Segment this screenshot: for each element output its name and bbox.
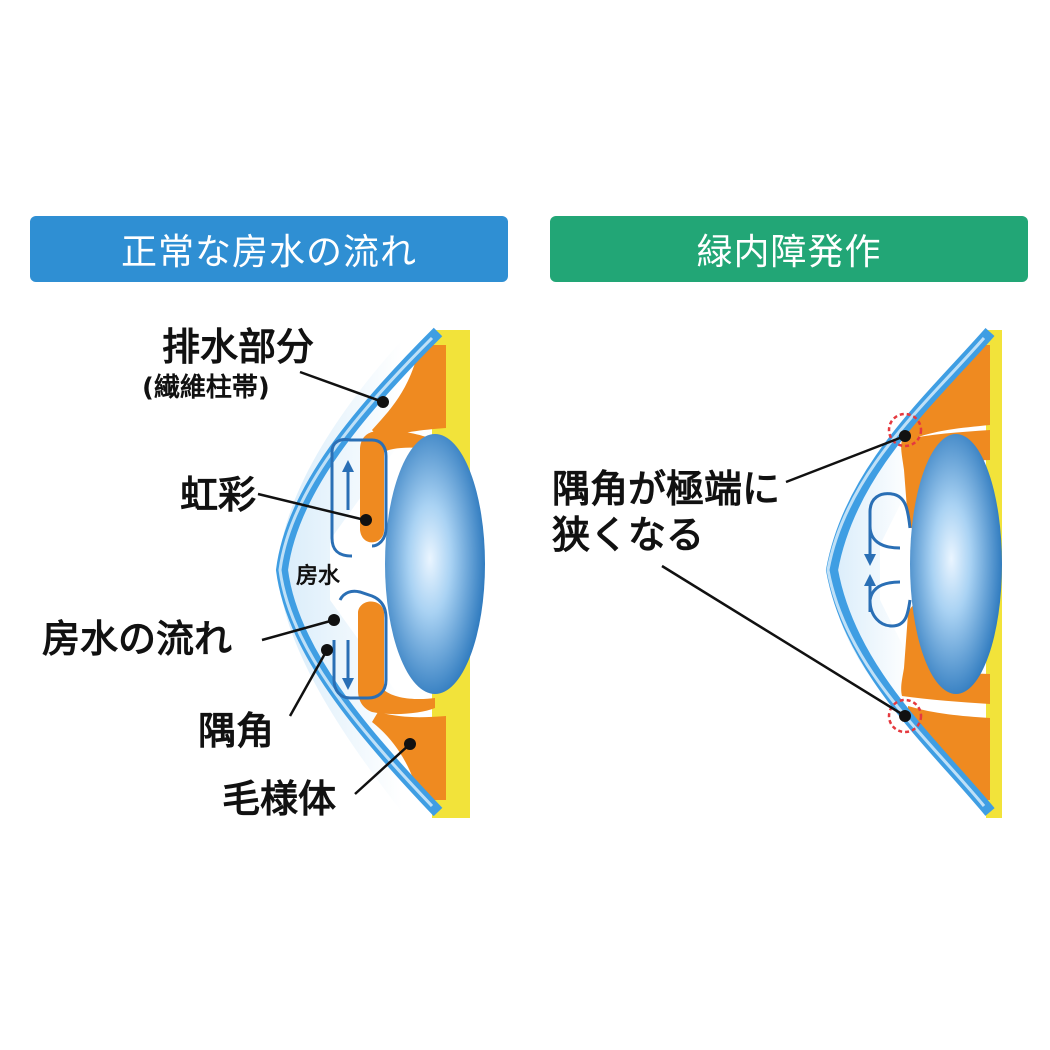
attack-eye: 隅角が極端に 狭くなる — [552, 328, 1002, 818]
glaucoma-attack-header: 緑内障発作 — [550, 216, 1028, 282]
iris-label: 虹彩 — [180, 473, 256, 517]
aqueous-label: 房水 — [296, 563, 341, 589]
flow-loop-lower — [332, 589, 388, 700]
normal-flow-header: 正常な房水の流れ — [30, 216, 508, 282]
iris-leader — [257, 492, 366, 522]
ciliary-body-lower — [372, 712, 446, 800]
ciliary-body-upper — [372, 345, 446, 440]
normal-flow-title: 正常な房水の流れ — [120, 232, 417, 273]
attack-dots — [899, 430, 911, 722]
lens-attack — [910, 434, 1002, 694]
anterior-chamber-attack — [830, 420, 910, 724]
ciliary-dot — [404, 738, 416, 750]
narrow-angle-circle-upper — [887, 412, 923, 448]
iris-lower — [358, 601, 435, 715]
ciliary-body-upper-attack — [908, 345, 990, 440]
flow-label: 房水の流れ — [42, 617, 232, 661]
angle-leader — [288, 649, 329, 717]
glaucoma-attack-title: 緑内障発作 — [696, 232, 882, 273]
lens — [385, 434, 485, 694]
flow-loop-lower-attack — [868, 580, 912, 628]
narrow-dot-upper — [899, 430, 911, 442]
iris-dot — [360, 514, 372, 526]
ciliary-label: 毛様体 — [222, 777, 336, 821]
narrow-leader-upper — [785, 434, 906, 484]
drain-sub-label: (繊維柱帯) — [142, 372, 270, 403]
ciliary-leader — [354, 743, 411, 795]
normal-leaders — [257, 370, 411, 795]
narrow-label-line2: 狭くなる — [552, 513, 704, 557]
drain-label: 排水部分 — [162, 325, 314, 369]
flow-loop-upper-attack — [868, 492, 912, 550]
cornea-highlight — [278, 336, 434, 808]
flow-leader — [261, 618, 335, 642]
flow-loop-upper — [330, 438, 388, 558]
flow-dot — [328, 614, 340, 626]
drain-dot — [377, 396, 389, 408]
angle-label: 隅角 — [198, 709, 274, 753]
narrow-label-line1: 隅角が極端に — [552, 467, 780, 511]
narrow-angle-circle-lower — [887, 698, 923, 734]
attack-leaders — [661, 434, 906, 718]
normal-dots — [321, 396, 416, 750]
ciliary-body-lower-attack — [908, 706, 990, 800]
cornea-highlight-attack — [826, 337, 986, 807]
narrow-dot-lower — [899, 710, 911, 722]
normal-eye: 排水部分 (繊維柱帯) 虹彩 房水 房水の流れ 隅角 毛様体 — [42, 325, 485, 821]
drain-leader — [299, 370, 384, 404]
iris-upper — [360, 430, 435, 543]
angle-dot — [321, 644, 333, 656]
narrow-leader-lower — [661, 564, 906, 718]
